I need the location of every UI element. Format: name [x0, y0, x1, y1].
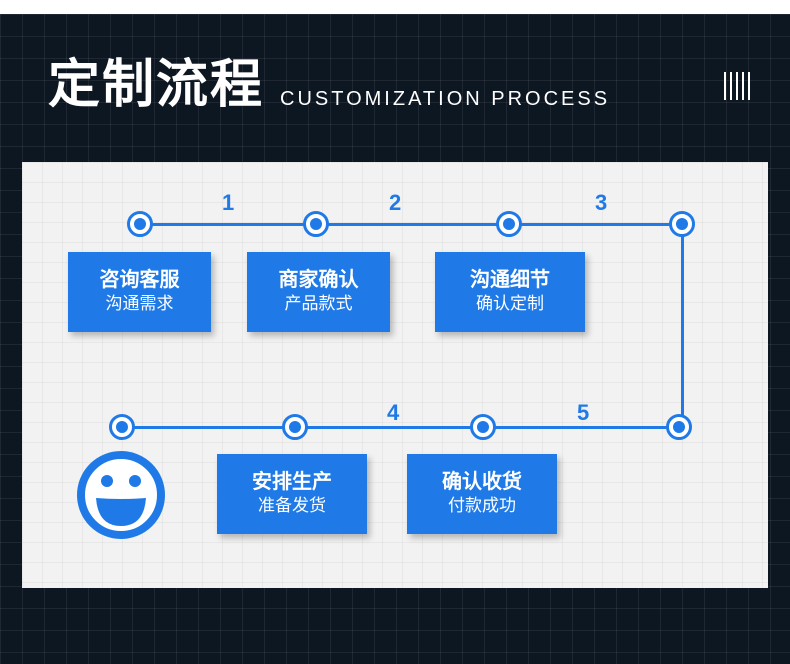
step-card-5: 确认收货 付款成功 — [407, 454, 557, 534]
page-title: 定制流程 — [48, 55, 265, 115]
step-card-title: 安排生产 — [252, 469, 332, 493]
step-node-4 — [470, 414, 496, 440]
step-node-start — [127, 211, 153, 237]
step-node-3 — [669, 211, 695, 237]
step-number-3: 3 — [595, 190, 608, 215]
step-node-6 — [282, 414, 308, 440]
process-panel: 1 2 3 4 5 咨询客服 沟通需求 商家确认 产品款式 沟通细节 确认定制 … — [22, 162, 768, 588]
step-card-title: 咨询客服 — [99, 267, 180, 291]
step-card-subtitle: 确认定制 — [476, 294, 544, 314]
page-subtitle: CUSTOMIZATION PROCESS — [280, 88, 611, 110]
step-card-1: 咨询客服 沟通需求 — [68, 252, 211, 332]
step-card-subtitle: 付款成功 — [448, 496, 516, 516]
step-node-1 — [303, 211, 329, 237]
step-card-title: 沟通细节 — [470, 267, 550, 291]
step-card-4: 安排生产 准备发货 — [217, 454, 367, 534]
step-node-end — [109, 414, 135, 440]
top-strip — [0, 0, 790, 14]
step-node-5 — [666, 414, 692, 440]
step-card-subtitle: 沟通需求 — [105, 294, 174, 314]
step-number-1: 1 — [222, 190, 235, 215]
step-number-2: 2 — [389, 190, 402, 215]
connector-top — [139, 223, 683, 226]
step-card-2: 商家确认 产品款式 — [247, 252, 390, 332]
connector-right — [681, 224, 684, 427]
step-card-subtitle: 准备发货 — [258, 496, 326, 516]
step-card-3: 沟通细节 确认定制 — [435, 252, 585, 332]
connector-bottom — [121, 426, 683, 429]
step-card-subtitle: 产品款式 — [284, 294, 353, 314]
step-number-4: 4 — [387, 400, 400, 425]
vertical-bars-icon — [724, 72, 750, 100]
step-card-title: 商家确认 — [278, 267, 359, 291]
smiley-icon — [77, 451, 165, 539]
step-card-title: 确认收货 — [442, 469, 522, 493]
step-node-2 — [496, 211, 522, 237]
step-number-5: 5 — [577, 400, 590, 425]
